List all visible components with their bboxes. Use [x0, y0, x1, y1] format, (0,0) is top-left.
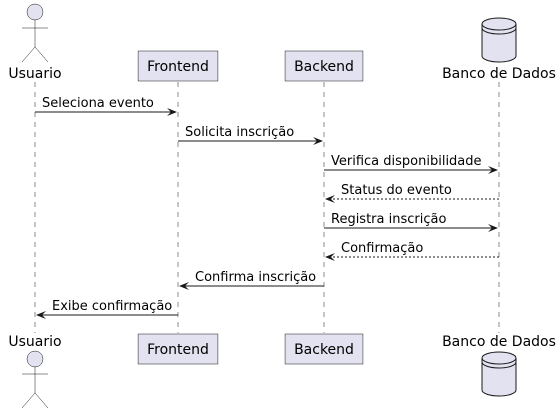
arrowhead-icon: [167, 108, 177, 116]
actor-leg-right-icon: [34, 392, 49, 409]
message-label: Confirmação: [341, 241, 423, 256]
participant-frontend-top: Frontend: [137, 50, 219, 82]
participant-box: [284, 50, 364, 82]
message-label: Exibe confirmação: [52, 299, 172, 314]
message-verifica-disponibilidade: Verifica disponibilidade: [324, 154, 498, 174]
arrowhead-icon: [488, 166, 498, 174]
message-exibe-confirma-o: Exibe confirmação: [36, 299, 178, 319]
message-label: Confirma inscrição: [195, 270, 316, 285]
message-registra-inscri-o: Registra inscrição: [324, 212, 498, 232]
participant-label: Usuario: [8, 66, 61, 82]
message-confirma-o: Confirmação: [325, 241, 499, 261]
actor-leg-right-icon: [34, 46, 49, 63]
participant-box: [137, 50, 219, 82]
message-status-do-evento: Status do evento: [325, 183, 499, 203]
participant-box: [137, 333, 219, 365]
database-rim-icon: [481, 357, 517, 365]
actor-leg-left-icon: [21, 392, 36, 409]
participant-label: Backend: [294, 59, 354, 75]
database-bottom: [481, 351, 517, 397]
database-icon: [481, 17, 517, 63]
message-confirma-inscri-o: Confirma inscrição: [179, 270, 324, 290]
arrowhead-icon: [325, 195, 335, 203]
participant-label: Banco de Dados: [442, 66, 556, 82]
participant-frontend-bottom: Frontend: [137, 333, 219, 365]
message-label: Solicita inscrição: [185, 125, 294, 140]
participant-backend-top: Backend: [284, 50, 364, 82]
message-seleciona-evento: Seleciona evento: [35, 96, 177, 116]
participant-label: Banco de Dados: [442, 334, 556, 350]
message-label: Seleciona evento: [42, 96, 154, 111]
arrowhead-icon: [313, 137, 323, 145]
participant-usuario-top: Usuario: [8, 3, 62, 82]
database-rim-icon: [481, 23, 517, 31]
arrowhead-icon: [36, 311, 46, 319]
actor-head-icon: [26, 3, 44, 21]
message-label: Registra inscrição: [331, 212, 446, 227]
participant-label: Frontend: [147, 59, 209, 75]
actor-leg-left-icon: [21, 46, 36, 63]
participant-label: Usuario: [8, 334, 61, 350]
message-label: Verifica disponibilidade: [331, 154, 482, 169]
actor-head-icon: [26, 350, 44, 368]
database-icon: [481, 351, 517, 397]
database-rim-icon: [481, 361, 517, 369]
participant-label: Frontend: [147, 342, 209, 358]
database-rim-icon: [481, 27, 517, 35]
arrowhead-icon: [179, 282, 189, 290]
participant-box: [284, 333, 364, 365]
arrowhead-icon: [325, 253, 335, 261]
participant-banco-bottom: Banco de Dados: [442, 334, 556, 350]
participant-banco-top: Banco de Dados: [442, 17, 556, 82]
message-solicita-inscri-o: Solicita inscrição: [178, 125, 323, 145]
participant-label: Backend: [294, 342, 354, 358]
participant-usuario-bottom: Usuario: [8, 334, 62, 409]
participant-backend-bottom: Backend: [284, 333, 364, 365]
arrowhead-icon: [488, 224, 498, 232]
message-label: Status do evento: [341, 183, 452, 198]
